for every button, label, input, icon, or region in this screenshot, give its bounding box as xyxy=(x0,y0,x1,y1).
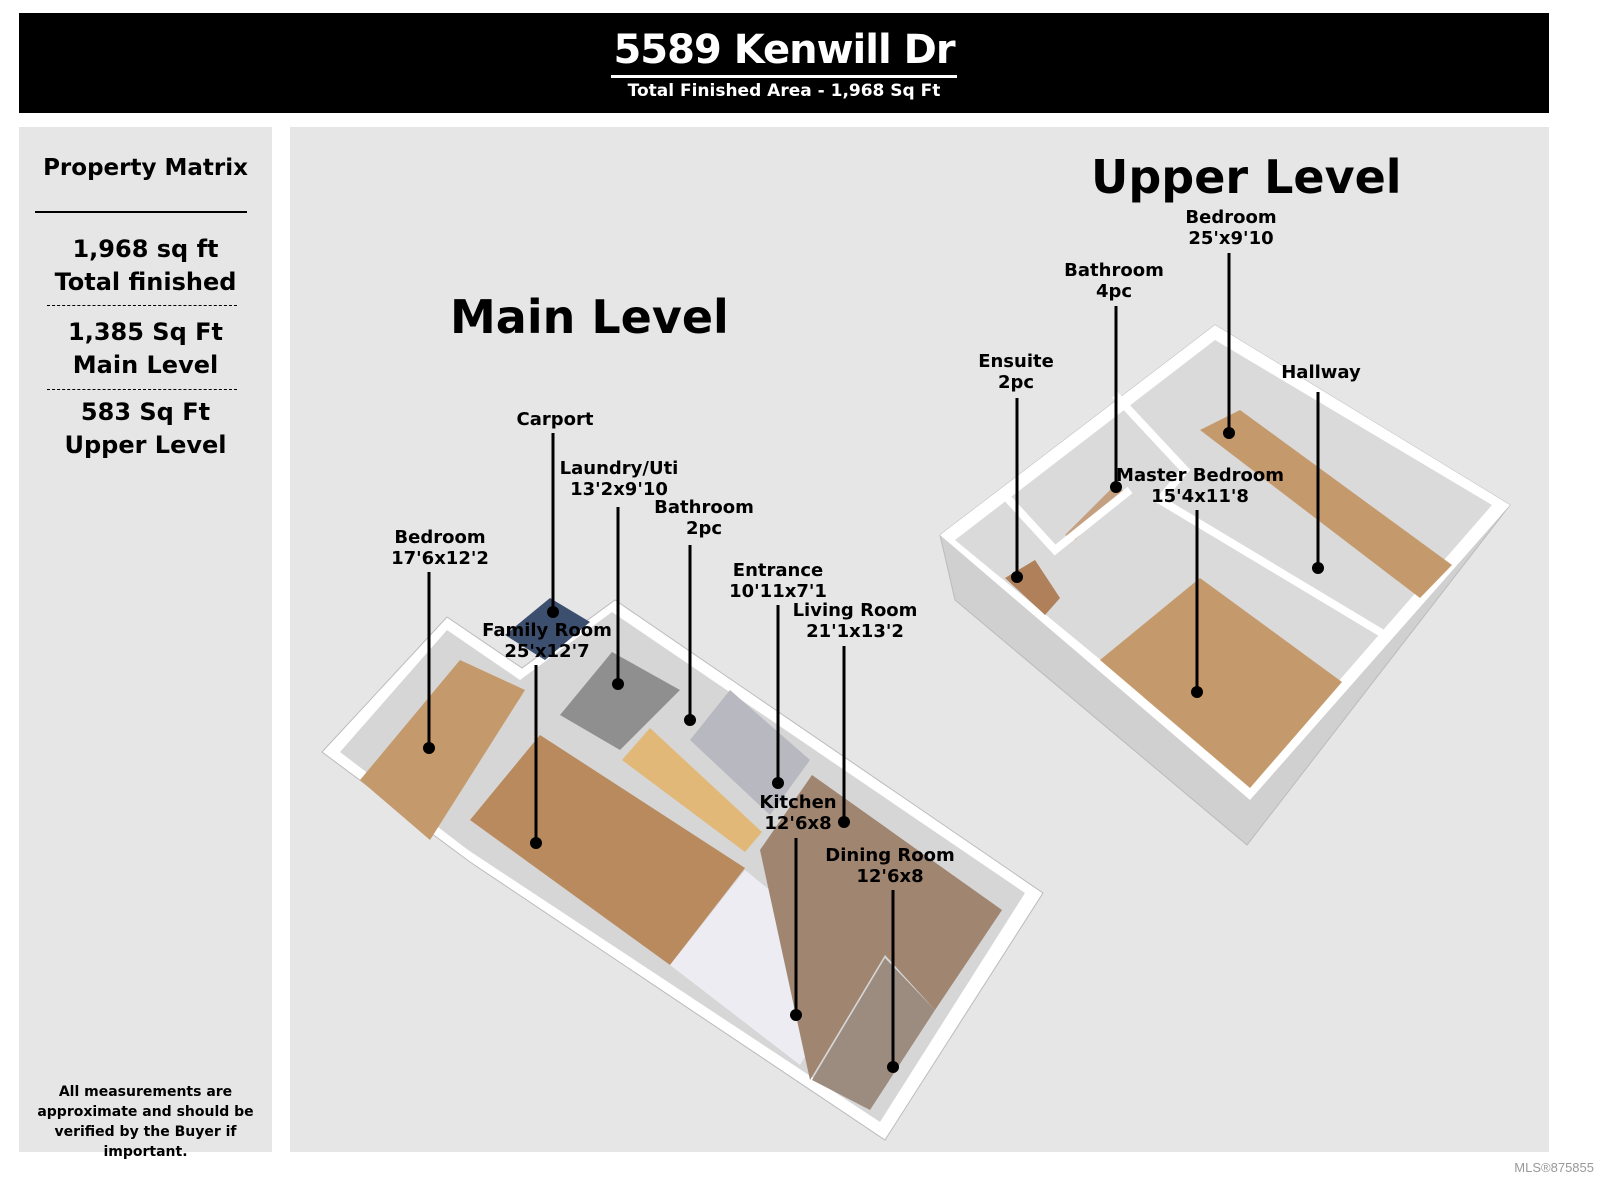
total-area-subtitle: Total Finished Area - 1,968 Sq Ft xyxy=(627,81,941,101)
leader-dot xyxy=(790,1009,802,1021)
leader-dot xyxy=(887,1061,899,1073)
floor-laundry xyxy=(560,652,680,750)
upper-level-plan xyxy=(939,324,1511,846)
stairs xyxy=(622,728,762,852)
matrix-heading: Property Matrix xyxy=(43,155,248,181)
leader-dot xyxy=(530,837,542,849)
header-bar: 5589 Kenwill Dr Total Finished Area - 1,… xyxy=(19,13,1549,113)
floor-carport xyxy=(505,598,590,660)
leader-dot xyxy=(1191,686,1203,698)
leader-dot xyxy=(772,777,784,789)
leader-dot xyxy=(423,742,435,754)
floor-dining-room xyxy=(812,958,935,1110)
leader-dot xyxy=(684,714,696,726)
leader-dot xyxy=(547,606,559,618)
disclaimer: All measurements are approximate and sho… xyxy=(37,1084,254,1160)
leader-dot xyxy=(838,816,850,828)
leader-dot xyxy=(1223,427,1235,439)
floor-bedroom xyxy=(360,660,525,840)
leader-dot xyxy=(1312,562,1324,574)
upper-level-title: Upper Level xyxy=(1091,150,1402,204)
divider xyxy=(47,305,237,306)
floor-family-room xyxy=(470,735,745,965)
room-label-hallway: Hallway xyxy=(1281,362,1361,383)
leader-lines xyxy=(423,253,1324,1073)
floor-living-room xyxy=(760,775,1002,1080)
leader-dot xyxy=(1011,571,1023,583)
leader-dot xyxy=(612,678,624,690)
leader-dot xyxy=(1110,481,1122,493)
divider xyxy=(47,389,237,390)
main-level-plan xyxy=(321,598,1044,1141)
floor-master-bedroom xyxy=(1100,578,1342,788)
floor-hallway xyxy=(1200,410,1452,598)
divider xyxy=(35,211,247,213)
main-level-title: Main Level xyxy=(450,290,729,344)
property-address: 5589 Kenwill Dr xyxy=(19,27,1549,78)
mls-watermark: MLS®875855 xyxy=(1514,1160,1594,1175)
room-label-carport: Carport xyxy=(516,409,594,430)
